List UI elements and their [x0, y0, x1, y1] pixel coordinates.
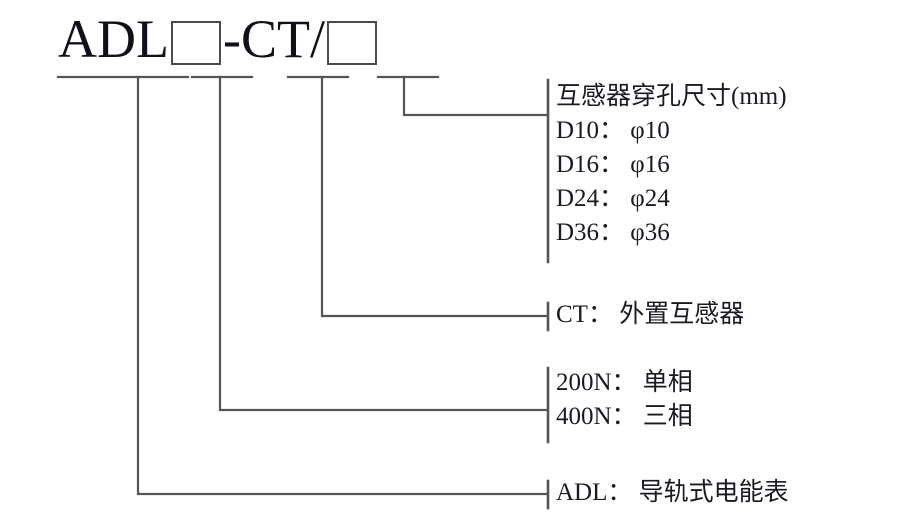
- series-row: ADL： 导轨式电能表: [556, 479, 789, 506]
- dimensions-row: D16： φ16: [556, 151, 670, 178]
- phase-row: 400N： 三相: [556, 403, 693, 430]
- dimensions-row: D24： φ24: [556, 185, 670, 212]
- model-placeholder-box-2: [326, 21, 377, 65]
- dimensions-row: D10： φ10: [556, 117, 670, 144]
- leader-phase: [218, 75, 550, 412]
- label-block-ct: CT： 外置互感器: [556, 298, 744, 332]
- phase-row: 200N： 单相: [556, 369, 693, 396]
- model-middle: -CT/: [222, 9, 325, 69]
- label-block-dimensions: 互感器穿孔尺寸(mm) D10： φ10 D16： φ16 D24： φ24 D…: [556, 80, 787, 250]
- model-placeholder-box-1: [170, 21, 221, 65]
- model-code: ADL -CT/: [58, 8, 379, 70]
- leader-ct: [320, 75, 550, 318]
- dimensions-row: D36： φ36: [556, 219, 670, 246]
- label-block-series: ADL： 导轨式电能表: [556, 476, 789, 510]
- model-prefix: ADL: [58, 9, 169, 69]
- leader-series: [136, 75, 550, 496]
- dimensions-heading: 互感器穿孔尺寸(mm): [556, 83, 787, 110]
- ct-row: CT： 外置互感器: [556, 301, 745, 328]
- leader-dimensions: [402, 75, 550, 117]
- label-block-phase: 200N： 单相 400N： 三相: [556, 366, 693, 434]
